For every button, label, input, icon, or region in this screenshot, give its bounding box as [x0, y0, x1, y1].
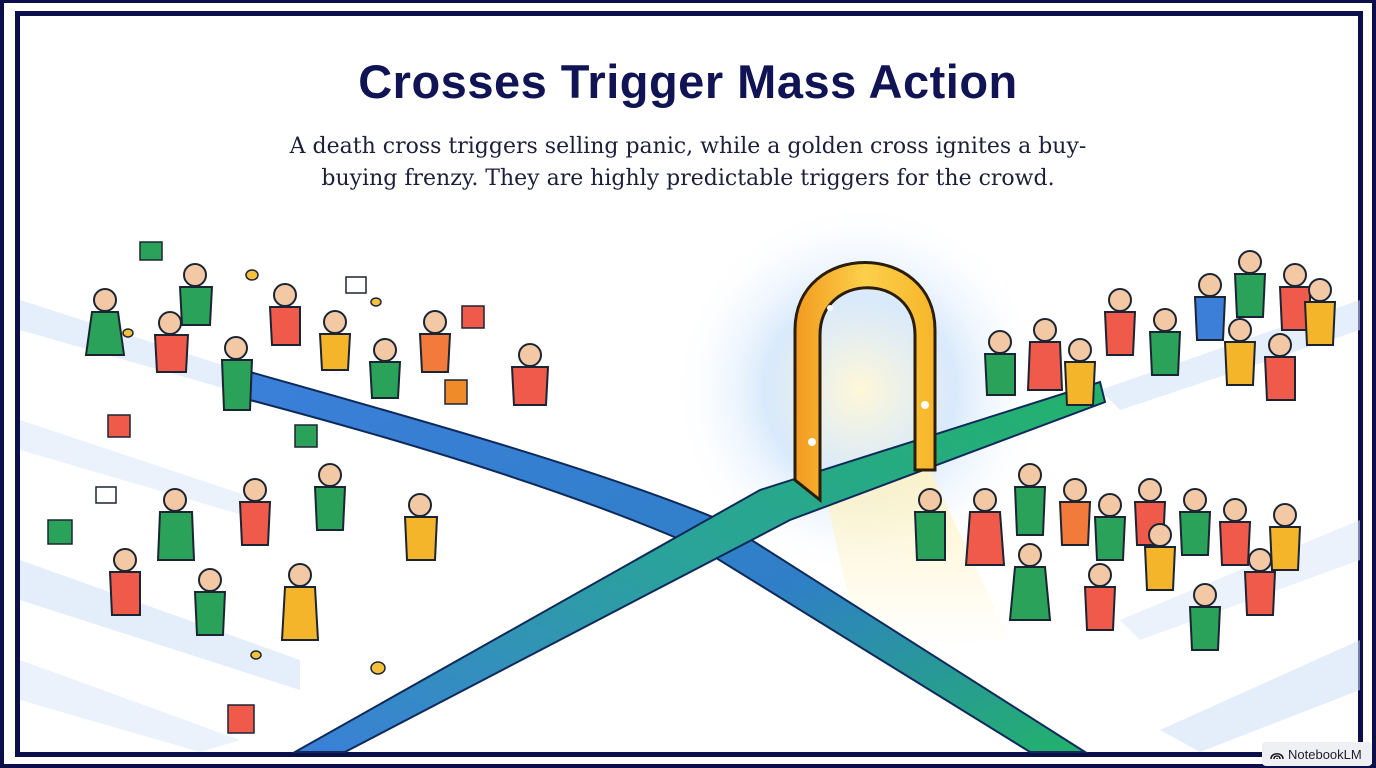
arch-glow — [670, 200, 1050, 580]
arch-light-beam — [820, 470, 1010, 650]
sparkle-icons — [808, 305, 929, 446]
watermark-label: NotebookLM — [1288, 746, 1362, 762]
golden-cross-line — [291, 380, 1107, 753]
golden-arch — [793, 261, 937, 504]
slide-subtitle: A death cross triggers selling panic, wh… — [240, 131, 1136, 195]
subtitle-line-1: A death cross triggers selling panic, wh… — [289, 134, 1087, 159]
slide-title: Crosses Trigger Mass Action — [358, 55, 1018, 108]
notebooklm-watermark: NotebookLM — [1262, 742, 1372, 766]
right-cheering-crowd — [913, 250, 1337, 651]
subtitle-line-2: buying frenzy. They are highly predictab… — [321, 166, 1055, 191]
notebooklm-logo-icon — [1270, 752, 1284, 760]
death-cross-line — [249, 370, 1089, 753]
left-panicked-crowd — [47, 241, 550, 734]
